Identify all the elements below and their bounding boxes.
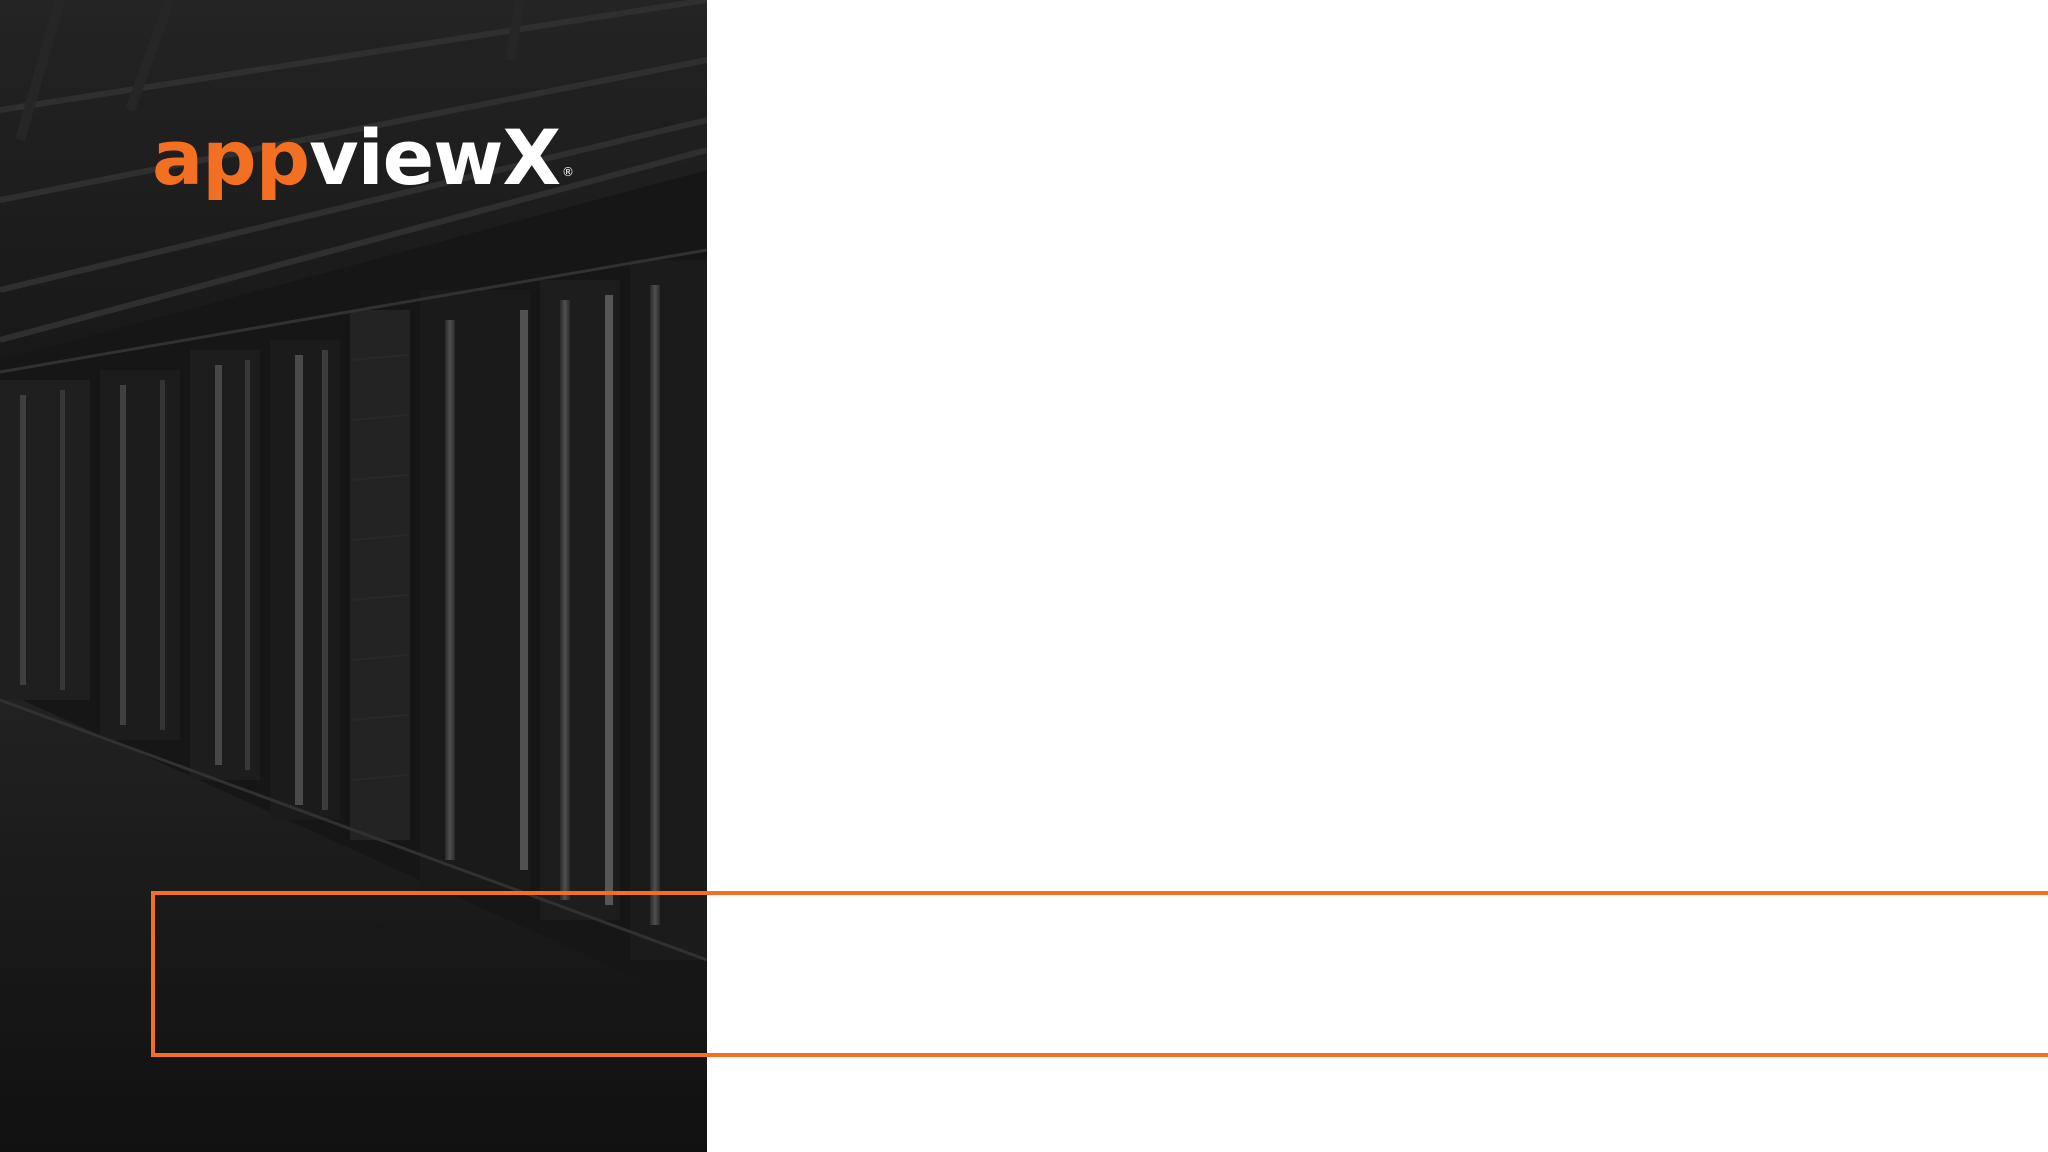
datacenter-photo bbox=[0, 0, 707, 1152]
logo-text-viewx: viewX bbox=[309, 113, 561, 202]
appviewx-logo: app viewX ® bbox=[152, 108, 574, 208]
registered-mark: ® bbox=[562, 165, 575, 179]
logo-text-app: app bbox=[152, 113, 310, 202]
datacenter-photo-illustration bbox=[0, 0, 707, 1152]
orange-outline-box bbox=[151, 891, 2048, 1057]
